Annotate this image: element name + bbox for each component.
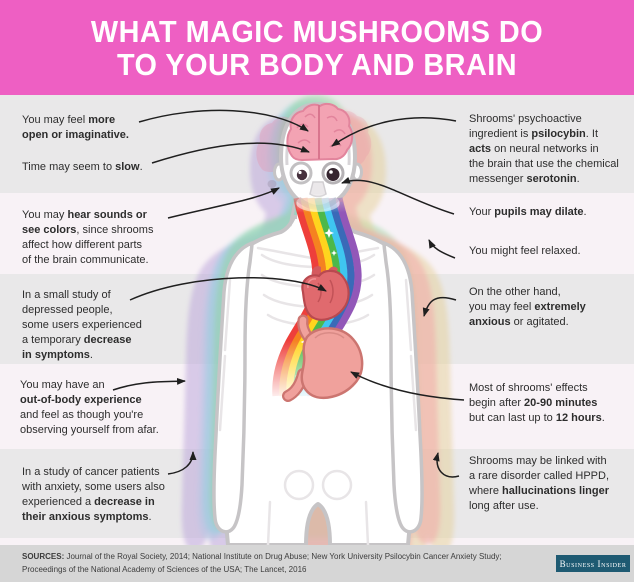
page-title-line2: TO YOUR BODY AND BRAIN	[116, 47, 518, 82]
page-title-line1: WHAT MAGIC MUSHROOMS DO	[90, 14, 544, 49]
publisher-logo: Business Insider	[556, 555, 630, 572]
note-cancer-study: In a study of cancer patients with anxie…	[22, 466, 165, 523]
background-band	[0, 538, 634, 545]
note-pupils-dilate: Your pupils may dilate.	[469, 206, 587, 218]
note-duration: Most of shrooms' effects begin after 20-…	[469, 382, 605, 424]
footer-bar: SOURCES: Journal of the Royal Society, 2…	[0, 545, 634, 582]
note-anxious: On the other hand, you may feel extremel…	[469, 286, 586, 328]
note-time-slow: Time may seem to slow.	[22, 161, 143, 173]
note-open-imaginative: You may feel more open or imaginative.	[22, 114, 129, 141]
publisher-name: Business Insider	[559, 558, 627, 569]
note-hppd: Shrooms may be linked with a rare disord…	[469, 455, 610, 512]
note-psilocybin: Shrooms' psychoactive ingredient is psil…	[469, 113, 619, 185]
sources-line2: Proceedings of the National Academy of S…	[22, 565, 307, 574]
note-relaxed: You might feel relaxed.	[469, 245, 581, 257]
sources-line1: SOURCES: Journal of the Royal Society, 2…	[22, 552, 502, 561]
sources-text: SOURCES: Journal of the Royal Society, 2…	[22, 550, 502, 576]
note-depression-study: In a small study of depressed people, so…	[22, 289, 142, 361]
note-out-of-body: You may have an out-of-body experience a…	[20, 379, 159, 436]
note-hear-see: You may hear sounds or see colors, since…	[22, 209, 154, 266]
title-banner: WHAT MAGIC MUSHROOMS DO TO YOUR BODY AND…	[0, 0, 634, 95]
